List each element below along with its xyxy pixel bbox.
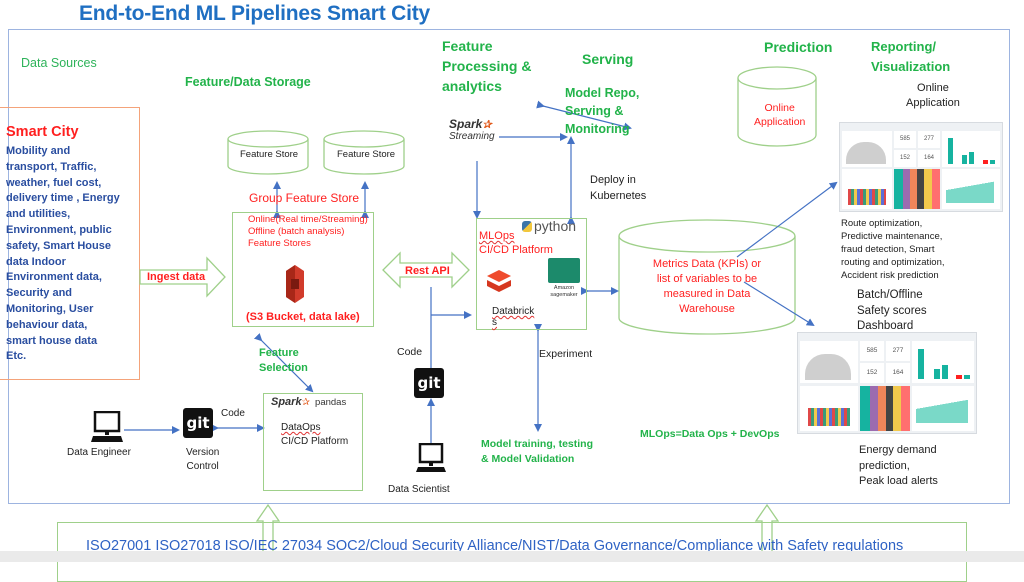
data-engineer-label: Data Engineer [67,447,131,458]
spark-star-icon: ✰ [482,119,492,131]
spark-streaming-logo: Spark✰ Streaming [449,117,495,142]
bar-chart-panel-2 [912,341,974,383]
model-training-label: Model training, testing& Model Validatio… [481,438,593,465]
aws-s3-icon [286,265,304,303]
model-repo-label: Model Repo,Serving &Monitoring [565,86,640,136]
online-application-cylinder [737,66,817,147]
compliance-up-arrow-1 [255,503,281,552]
rest-api-arrow-shape [382,251,470,289]
mlops-platform-box [476,218,587,330]
dataops-platform-box [263,393,363,491]
data-scientist-label: Data Scientist [388,484,450,495]
compliance-text: ISO27001 ISO27018 ISO/IEC 27034 SOC2/Clo… [86,538,904,554]
python-icon [522,220,532,232]
section-feature-processing: Feature Processing & analytics [442,38,532,94]
data-engineer-computer-icon [91,411,123,442]
sagemaker-icon [548,258,580,283]
bar-chart-panel [942,131,1000,167]
section-prediction: Prediction [764,39,833,55]
spark-star-icon-2: ✰ [301,397,310,408]
code-label-scientist: Code [397,346,423,358]
spark-pandas-logos: Spark✰ pandas [271,396,347,408]
mlops-equation-label: MLOps=Data Ops + DevOps [640,428,780,440]
experiment-label: Experiment [539,348,593,360]
compliance-up-arrow-2 [754,503,780,552]
pipeline-frame [8,29,1010,504]
batch-dashboard-thumbnail: 585 277 152 164 [797,332,977,434]
feature-store-cylinder-2 [323,130,405,175]
databricks-icon [487,270,511,292]
metrics-warehouse-cylinder [618,219,796,335]
section-data-sources: Data Sources [21,56,97,70]
area-chart-panel [842,131,892,167]
area-chart-panel-2 [800,341,858,383]
data-scientist-computer-icon [416,443,446,472]
mlops-title: MLOps CI/CD Platform [479,230,553,256]
group-feature-store-label: Group Feature Store [249,191,360,205]
smart-city-title: Smart City [6,124,79,140]
smart-city-box [0,107,140,380]
ingest-arrow-shape [139,256,226,298]
s3-caption: (S3 Bucket, data lake) [246,311,360,323]
git-icon-scientist: git [414,368,444,398]
section-serving: Serving [582,51,634,67]
python-logo: python [522,218,576,234]
feature-store-label-2: Feature Store [337,149,396,160]
connectors-layer [124,66,838,552]
section-reporting: Reporting/ Visualization [871,39,951,74]
ingest-data-label: Ingest data [147,271,206,283]
bottom-scroll-bar [0,551,1024,562]
online-dashboard-caption: Route optimization,Predictive maintenanc… [841,218,945,281]
rest-api-label: Rest API [405,265,450,277]
storage-description: Online(Real time/Streaming) Offline (bat… [248,214,368,249]
diagram-title: End-to-End ML Pipelines Smart City [79,2,431,25]
online-dashboard-thumbnail: 585 277 152 164 [839,122,1003,212]
git-icon-engineer: git [183,408,213,438]
feature-store-label-1: Feature Store [240,149,299,160]
group-feature-store-box [232,212,374,327]
feature-store-cylinder-1 [227,130,309,175]
section-feature-storage: Feature/Data Storage [185,75,311,89]
code-label-engineer: Code [221,408,245,419]
